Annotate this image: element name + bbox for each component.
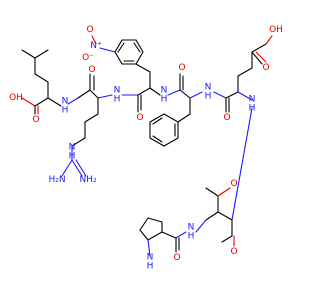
label-o-arg: O [88,65,95,75]
phenylalanine-residue [149,73,203,147]
label-nitro-o1: O [86,25,93,35]
leucine-residue [21,49,62,115]
label-oh-glu: OH [269,25,283,35]
label-oh-leu: OH [9,93,23,103]
label-o-pro: O [173,253,180,263]
label-o-nphe: O [136,113,143,123]
arginine-residue [61,73,113,177]
label-nh2-guanidine: NH₂ [79,175,97,185]
label-nitro-n: N⁺ [90,41,102,51]
label-o-leu: O [32,115,39,125]
glutamate-residue [213,35,273,113]
label-h2n-guanidine: H₂N [48,175,65,185]
label-o-thr-c: O [230,247,237,257]
proline-residue [139,217,187,257]
label-nitro-o2: O⁻ [82,53,94,63]
label-o-thr: O [230,179,237,189]
label-o-glu: O [223,113,230,123]
label-o-phe: O [178,63,185,73]
structure-svg: OH O NH O NH NH H₂N NH₂ O N⁺ O⁻ O NH O N… [9,25,283,272]
label-o-glu-acid: O [262,63,269,73]
threonine-residue [195,107,253,247]
nitrophenylalanine-residue [91,35,161,113]
